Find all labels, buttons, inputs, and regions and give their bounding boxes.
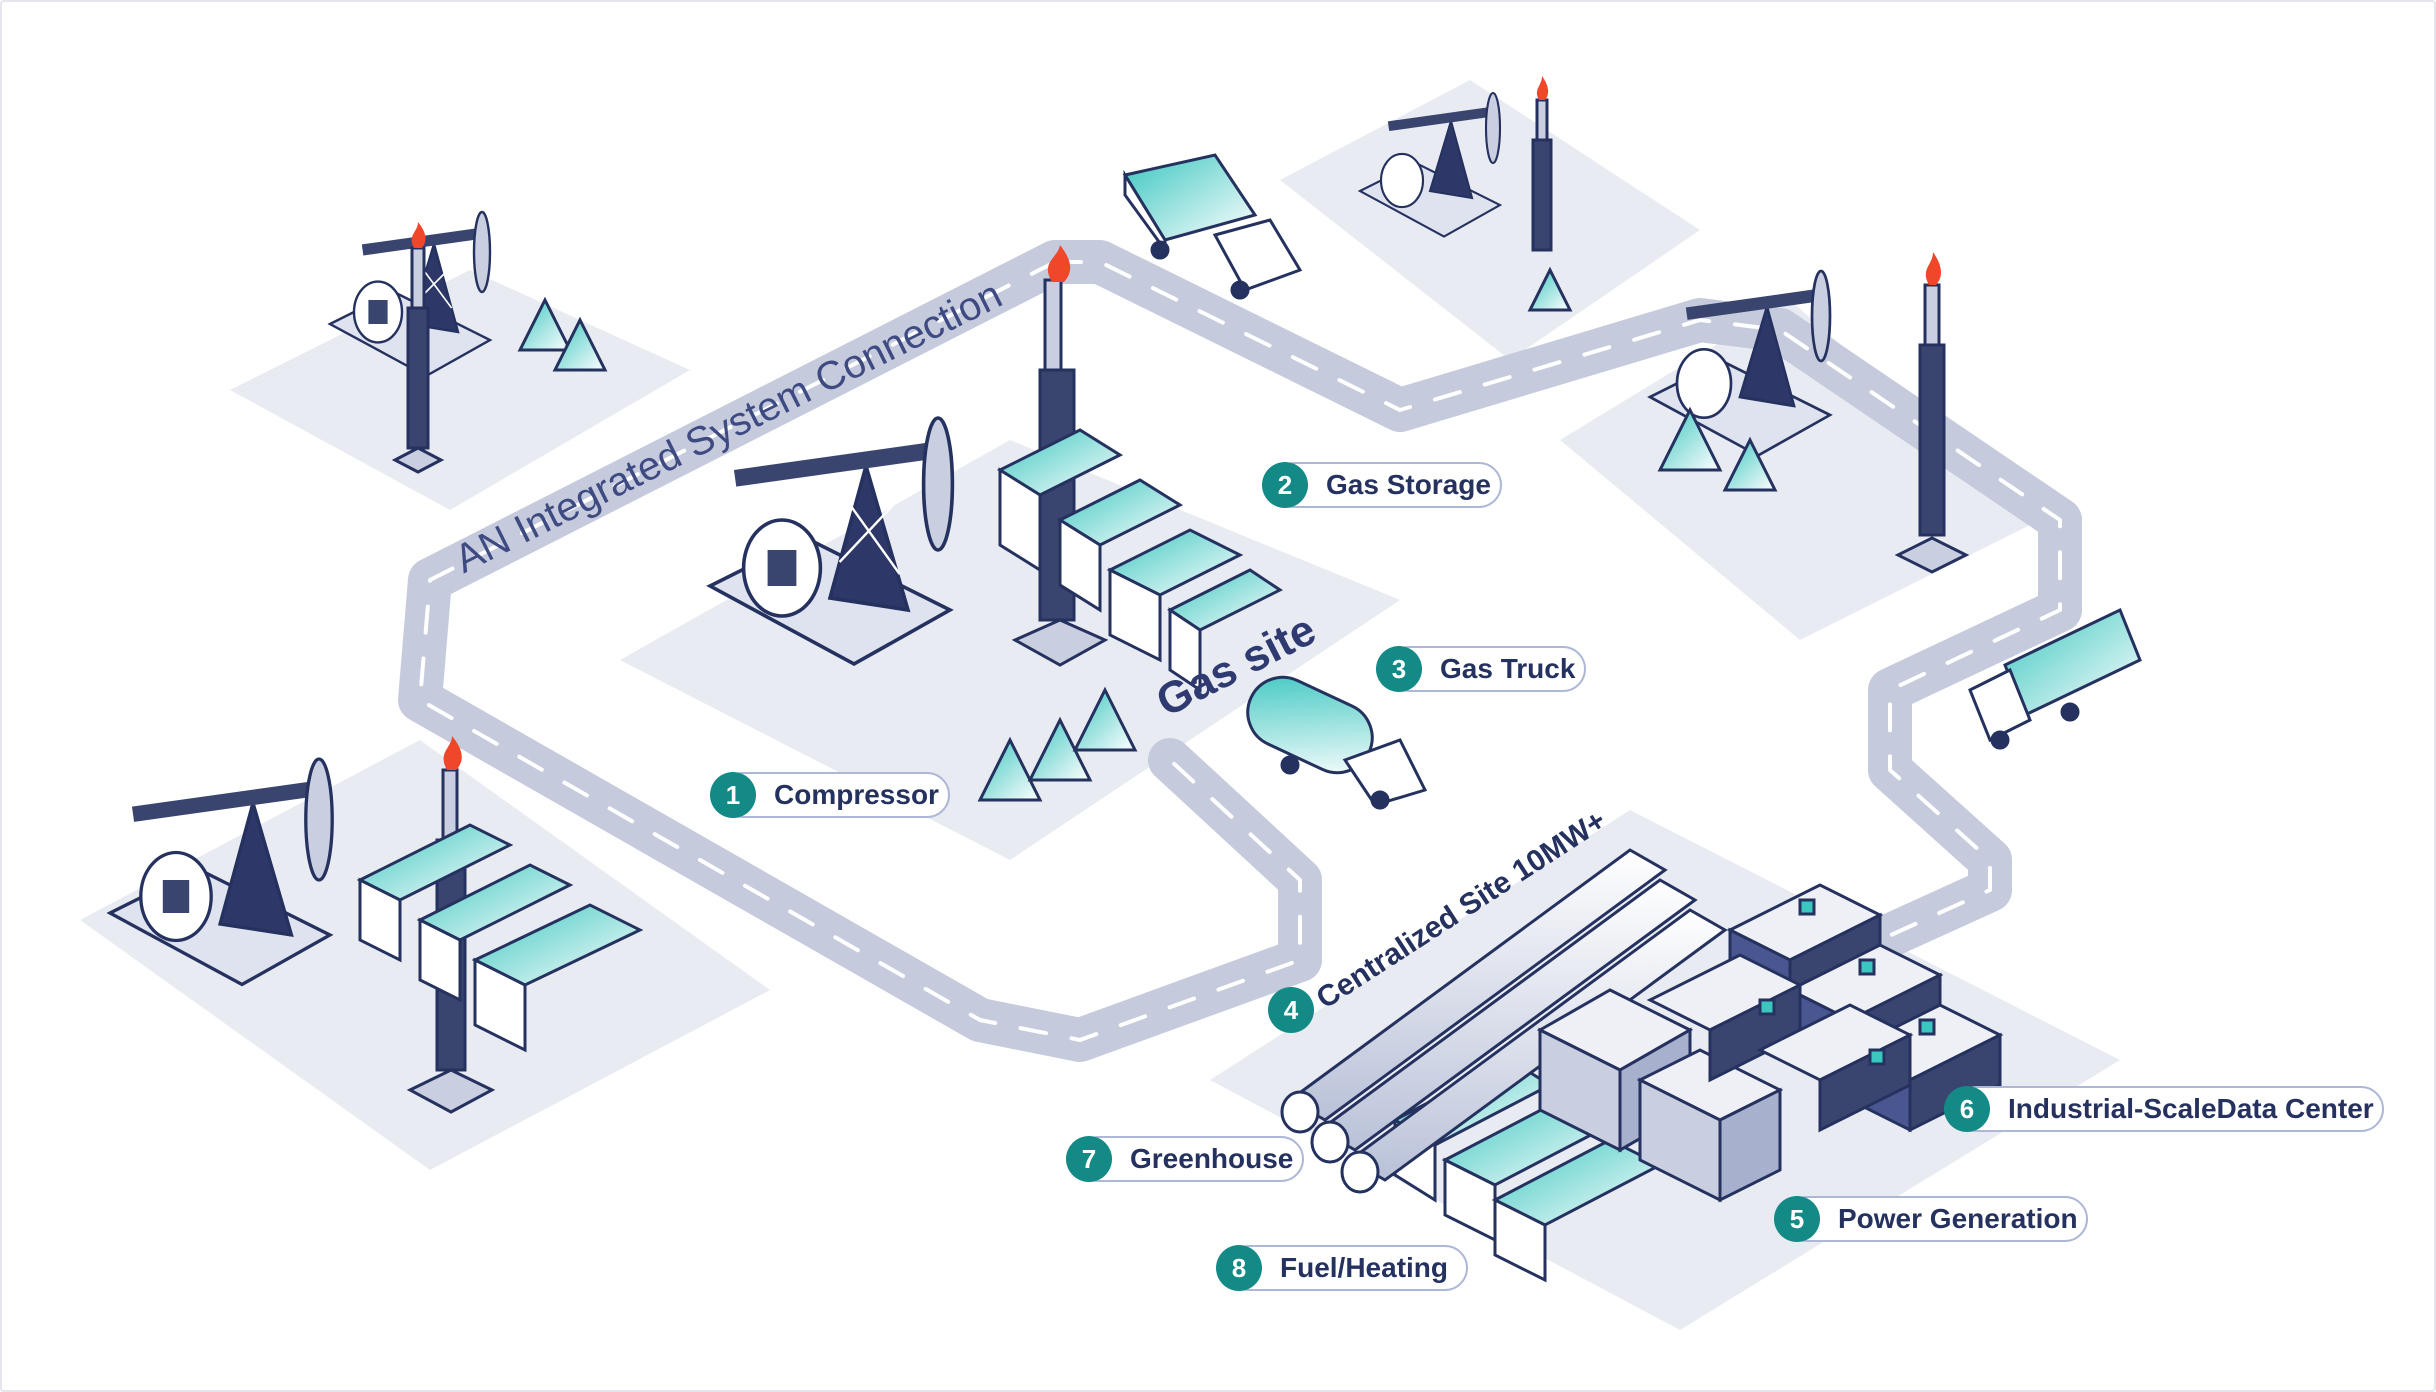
pumpjack-right [1647,269,1833,458]
label-greenhouse: 7 Greenhouse [1066,1136,1304,1182]
label-text: Power Generation [1838,1203,2078,1234]
label-number: 1 [710,772,756,818]
pumpjack-gas-site [706,416,955,667]
flare-stack-right [1894,252,1970,574]
data-center-racks [1646,883,2004,1133]
truck-top [1122,153,1303,300]
road-network [398,240,2082,1062]
road-dashes [418,260,2062,1042]
label-number: 8 [1216,1245,1262,1291]
label-text: Compressor [774,779,939,810]
pipeline-bundle [1280,848,1728,1194]
platform-top-center [1280,80,1700,360]
label-compressor: 1 Compressor [710,772,950,818]
flare-stack-top-left [391,222,445,474]
label-number: 2 [1262,462,1308,508]
label-text: Industrial-ScaleData Center [2008,1093,2374,1124]
label-data-center: 6 Industrial-ScaleData Center [1944,1086,2384,1132]
trees [517,266,1778,802]
storage-tanks [356,428,1664,1283]
tank-row-bottom-left [356,823,644,1053]
label-power-generation: 5 Power Generation [1774,1196,2088,1242]
truck-right [1968,607,2142,750]
pumpjack-top-center [1357,91,1503,238]
label-text: Fuel/Heating [1280,1252,1449,1283]
label-number: 3 [1376,646,1422,692]
label-text: Gas Truck [1440,653,1576,684]
flare-stacks [391,76,1970,1114]
label-gas-truck: 3 Gas Truck [1376,646,1586,692]
label-number: 5 [1774,1196,1820,1242]
flare-stack-top-center [1531,76,1553,252]
label-fuel-heating: 8 Fuel/Heating [1216,1245,1468,1291]
label-text: Greenhouse [1130,1143,1294,1174]
label-number: 7 [1066,1136,1112,1182]
label-number-centralized: 4 [1268,987,1314,1033]
pumpjack-bottom-left [106,757,334,987]
label-text: Gas Storage [1326,469,1491,500]
label-number: 6 [1944,1086,1990,1132]
tank-row-gas-site [996,428,1283,693]
truck-gas [1246,675,1428,810]
label-gas-storage: 2 Gas Storage [1262,462,1502,508]
power-generation-building [1536,988,1784,1203]
